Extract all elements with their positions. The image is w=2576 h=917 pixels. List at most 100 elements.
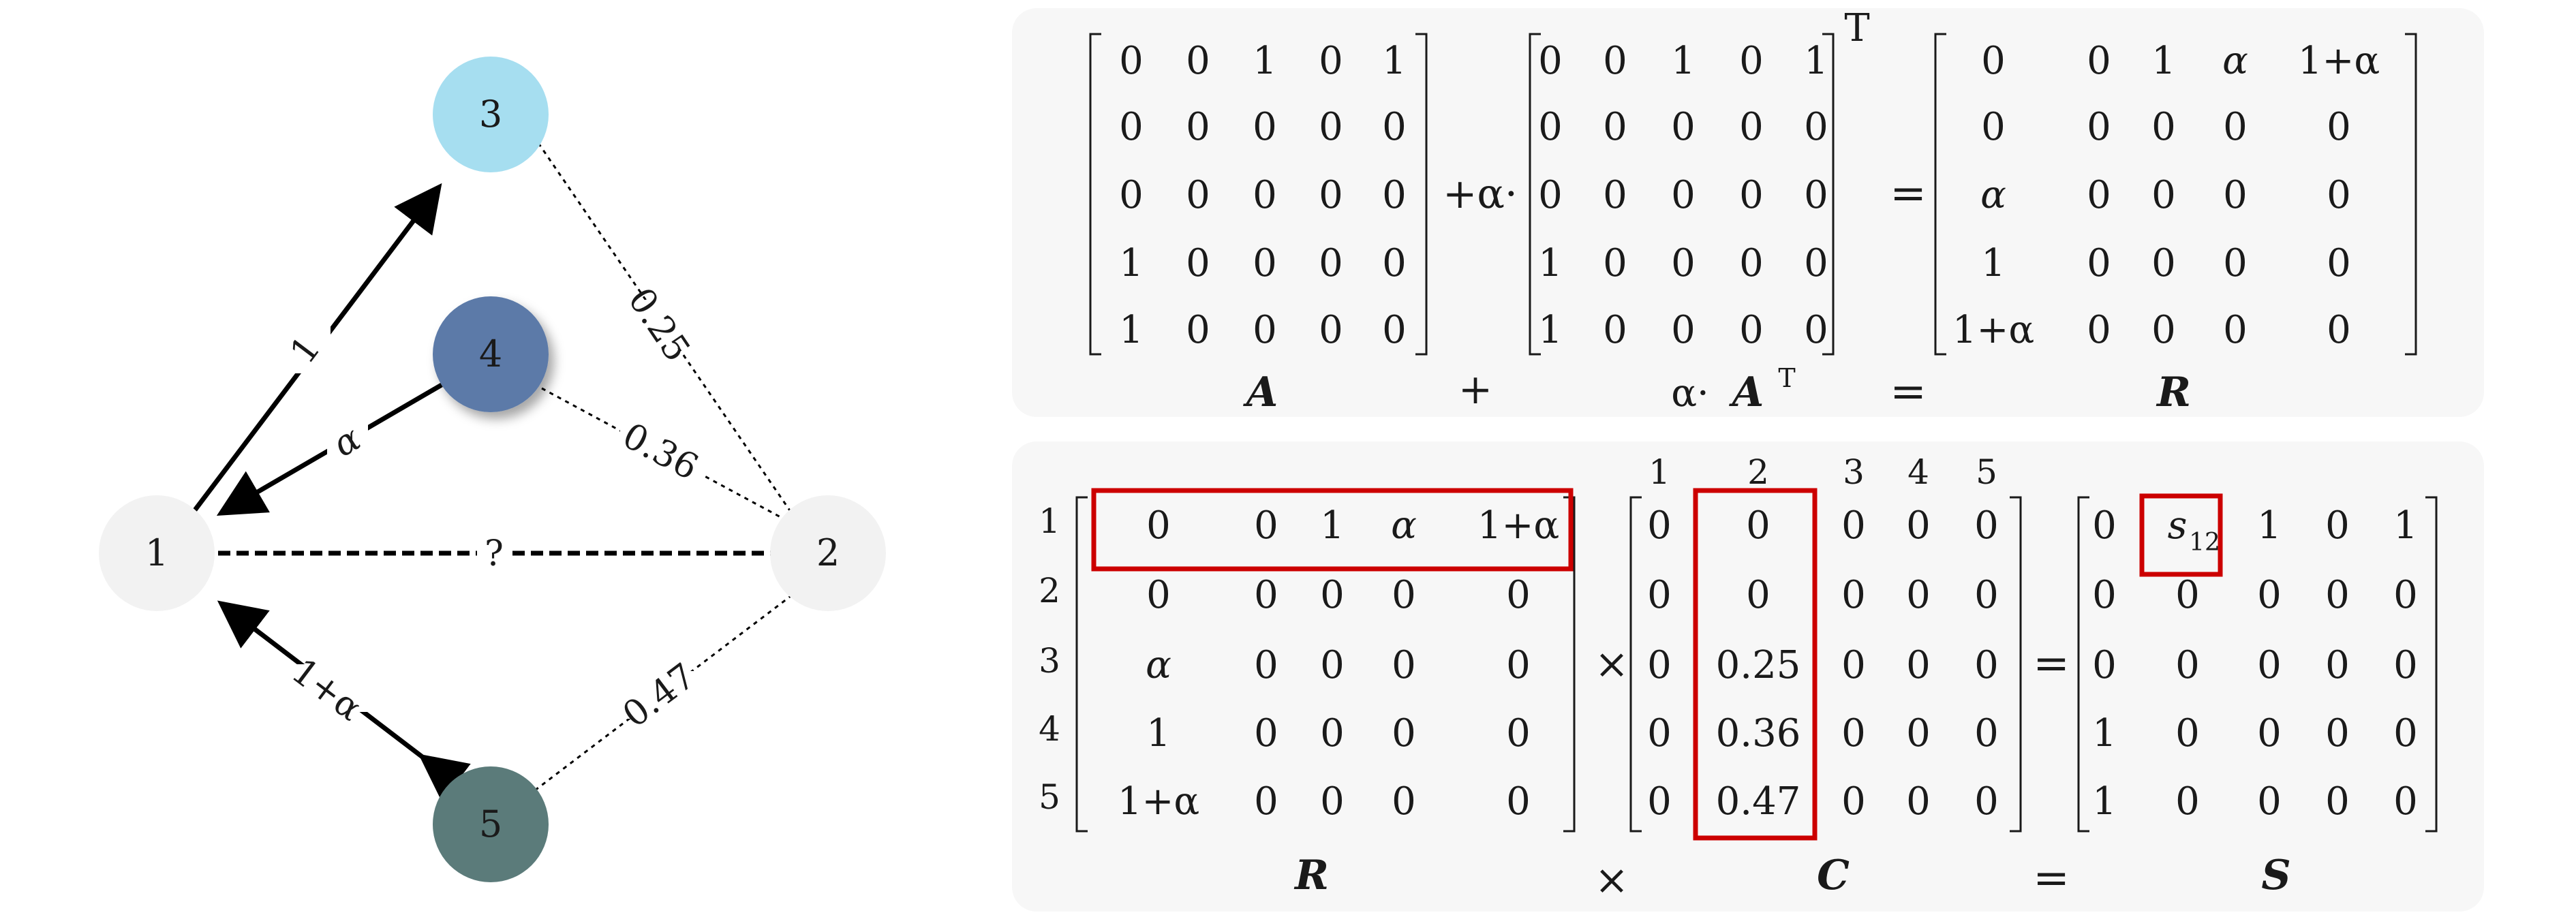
matrix-S-right-bracket <box>2425 496 2438 833</box>
matrix-C-cell: 0 <box>1974 779 1999 824</box>
matrix-C-cell: 0 <box>1841 711 1866 756</box>
matrix-C-cell: 0.36 <box>1716 711 1801 756</box>
matrix-R-top-cell: 0 <box>2223 241 2248 285</box>
label-alphaAT-sup: T <box>1778 363 1795 393</box>
matrix-S-cell: 0 <box>2092 503 2117 548</box>
matrix-R-bottom-cell: 0 <box>1392 779 1416 824</box>
matrix-R-bottom-cell: 1+α <box>1118 779 1199 824</box>
matrix-S-cell: 1 <box>2393 503 2418 548</box>
matrix-AT-cell: 0 <box>1603 105 1627 149</box>
matrix-S-cell: 0 <box>2175 779 2200 824</box>
matrix-R-bottom-cell: α <box>1391 503 1417 548</box>
matrix-C-cell: 0 <box>1647 779 1672 824</box>
column-label: 4 <box>1907 452 1929 492</box>
matrix-S-cell: 0 <box>2257 573 2282 617</box>
matrix-R-top-cell: 0 <box>2087 105 2111 149</box>
matrix-S-cell: 1 <box>2092 779 2117 824</box>
matrix-S-cell: 0 <box>2393 779 2418 824</box>
column-label: 5 <box>1976 452 1997 492</box>
cell-s12-sub: 12 <box>2189 529 2220 557</box>
matrix-A-cell: 0 <box>1186 308 1210 352</box>
graph: 1 α 1+α ? 0.25 0.36 0.47 1 2 3 4 5 <box>99 57 886 882</box>
node-4-label: 4 <box>479 332 502 375</box>
label-R-bottom: R <box>1293 852 1329 899</box>
matrix-R-bottom-cell: 0 <box>1254 779 1278 824</box>
matrix-AT-cell: 0 <box>1804 173 1828 217</box>
matrix-A-cell: 0 <box>1319 173 1343 217</box>
matrix-C-cell: 0 <box>1906 643 1931 687</box>
matrix-R-top-right-bracket <box>2405 33 2417 356</box>
edge-label-5-2: 0.47 <box>615 655 703 736</box>
matrix-C-cell: 0 <box>1647 643 1672 687</box>
matrix-C-cell: 0 <box>1906 711 1931 756</box>
node-5-label: 5 <box>479 803 502 845</box>
matrix-AT-cell: 1 <box>1538 308 1563 352</box>
matrix-AT-cell: 0 <box>1739 105 1764 149</box>
matrix-AT-cell: 0 <box>1804 241 1828 285</box>
matrix-AT-cell: 1 <box>1804 39 1828 83</box>
equals-bottom: = <box>2033 638 2070 689</box>
matrix-S-left-bracket <box>2077 496 2089 833</box>
matrix-R-bottom-cell: 0 <box>1254 573 1278 617</box>
edge-label-4-2: 0.36 <box>616 416 705 488</box>
matrix-AT-left-bracket <box>1529 33 1541 356</box>
matrix-R-top-cell: 0 <box>2087 173 2111 217</box>
matrix-S-cell: 0 <box>2257 779 2282 824</box>
matrix-R-bottom-cell: 0 <box>1506 643 1531 687</box>
matrix-C-cell: 0 <box>1974 711 1999 756</box>
matrix-C-cell: 0 <box>1974 573 1999 617</box>
matrix-S-cell: 0 <box>2257 711 2282 756</box>
matrix-R-top-cell: α <box>2222 39 2248 83</box>
matrix-A-cell: 0 <box>1253 105 1277 149</box>
matrix-R-top-cell: 0 <box>2087 308 2111 352</box>
equals-top: = <box>1890 168 1927 219</box>
matrix-AT-cell: 1 <box>1671 39 1696 83</box>
matrix-A-cell: 1 <box>1253 39 1277 83</box>
matrix-R-bottom-cell: 0 <box>1254 711 1278 756</box>
node-5 <box>433 766 549 882</box>
matrix-S-cell: 0 <box>2175 643 2200 687</box>
matrix-AT-cell: 0 <box>1739 39 1764 83</box>
label-A: A <box>1243 369 1278 416</box>
matrix-R-top-cell: 0 <box>2223 105 2248 149</box>
matrix-R-top-left-bracket <box>1934 33 1946 356</box>
matrix-R-top-cell: 0 <box>2151 308 2176 352</box>
matrix-R-top-cell: 0 <box>2327 241 2351 285</box>
matrix-S-cell: 0 <box>2257 643 2282 687</box>
matrix-AT-cell: 0 <box>1804 308 1828 352</box>
matrix-R-top-cell: 0 <box>2087 241 2111 285</box>
matrix-S-cell: 0 <box>2175 711 2200 756</box>
matrix-C-cell: 0 <box>1841 779 1866 824</box>
matrix-R-bottom-left-bracket <box>1075 496 1088 833</box>
top-equation-panel <box>1012 8 2484 417</box>
label-S: S <box>2261 852 2290 899</box>
matrix-S-cell: 1 <box>2257 503 2282 548</box>
matrix-R-bottom-cell: 1+α <box>1477 503 1559 548</box>
matrix-R-bottom-cell: 0 <box>1392 643 1416 687</box>
label-R-top: R <box>2156 369 2191 416</box>
matrix-A-cell: 0 <box>1382 105 1407 149</box>
matrix-A-cell: 0 <box>1253 173 1277 217</box>
matrix-AT-cell: 1 <box>1538 241 1563 285</box>
matrix-A-cell: 0 <box>1319 105 1343 149</box>
matrix-AT-cell: 0 <box>1671 241 1696 285</box>
matrix-S-cell: 0 <box>2393 711 2418 756</box>
matrix-C-cell: 0.47 <box>1716 779 1801 824</box>
matrix-AT-cell: 0 <box>1739 173 1764 217</box>
matrix-C-cell: 0 <box>1647 711 1672 756</box>
matrix-A-cell: 0 <box>1319 241 1343 285</box>
cell-s12-base: s <box>2168 503 2188 548</box>
matrix-R-top-cell: 1 <box>2151 39 2176 83</box>
matrix-C-cell: 0 <box>1841 573 1866 617</box>
matrix-R-bottom-cell: 0 <box>1320 711 1345 756</box>
row-label: 5 <box>1039 777 1060 817</box>
matrix-C-cell: 0.25 <box>1716 643 1801 687</box>
matrix-C-cell: 0 <box>1841 643 1866 687</box>
label-C: C <box>1817 852 1850 899</box>
node-3-label: 3 <box>479 93 502 136</box>
matrix-A-cell: 0 <box>1382 308 1407 352</box>
matrix-A-cell: 0 <box>1382 173 1407 217</box>
matrix-R-bottom-cell: 1 <box>1146 711 1171 756</box>
matrix-R-top-cell: 1+α <box>1952 308 2034 352</box>
matrix-S-cell: 0 <box>2393 643 2418 687</box>
